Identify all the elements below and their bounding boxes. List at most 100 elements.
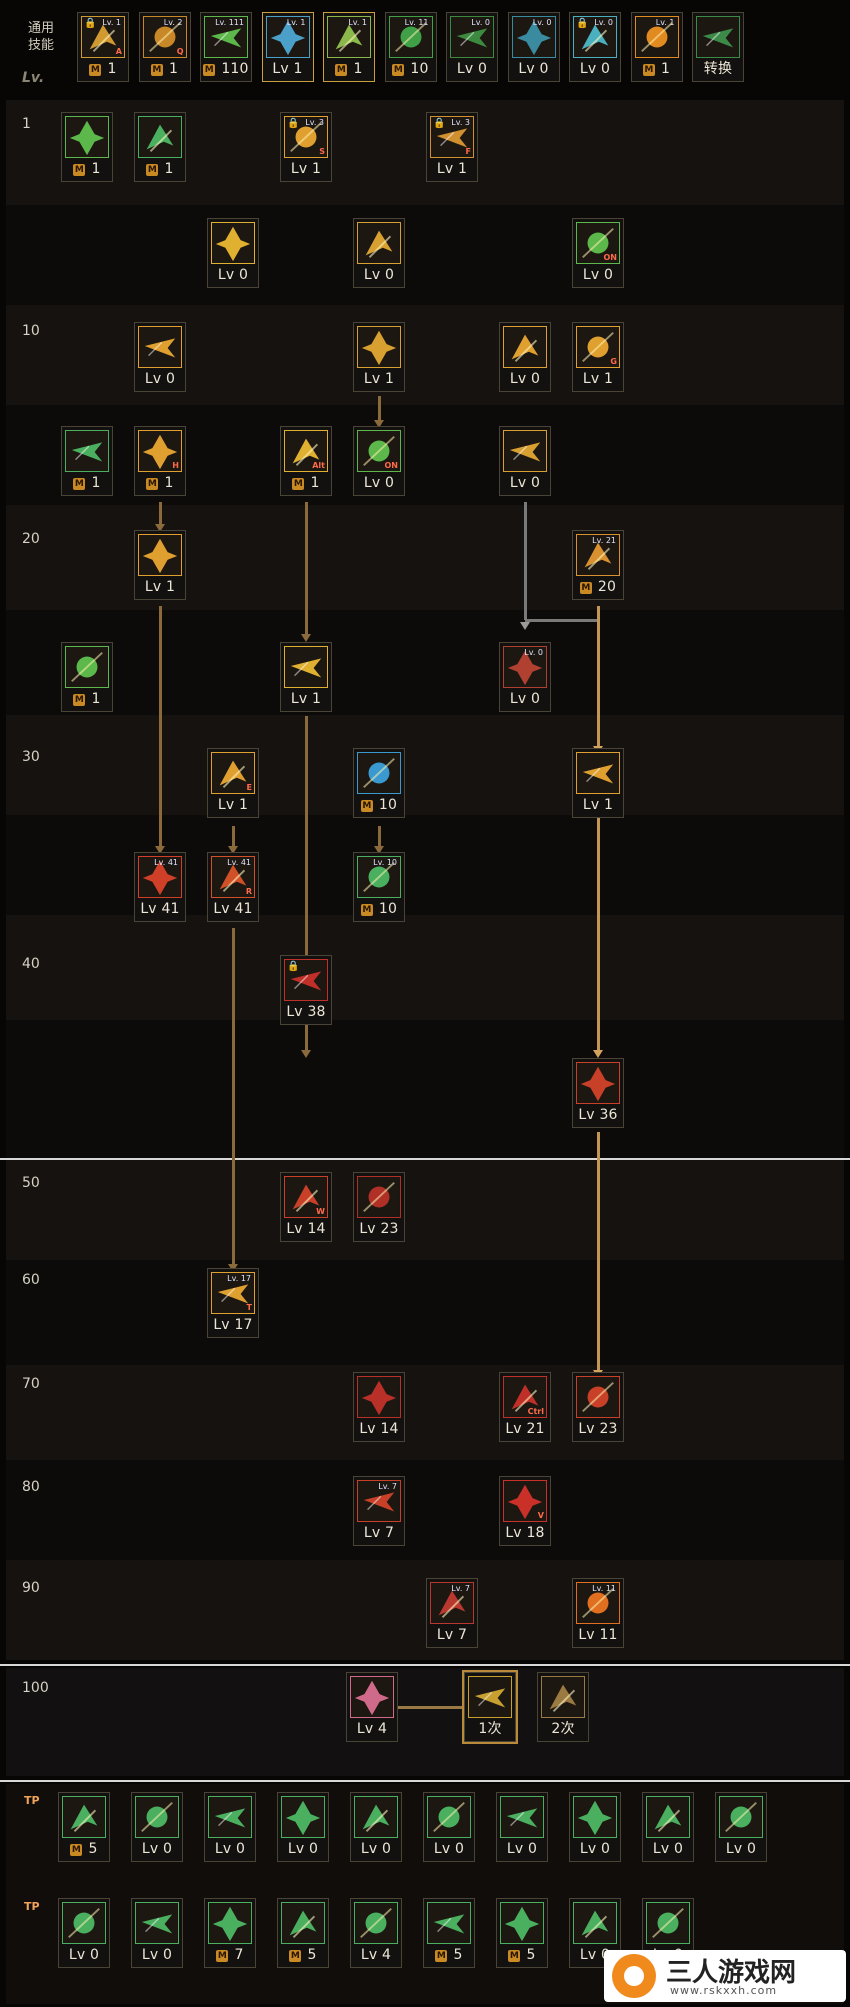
- skill-slot-r1-c2[interactable]: Lv 0: [207, 218, 259, 288]
- mastery-icon: M: [73, 164, 85, 176]
- skill-slot-tp-0-1[interactable]: Lv 0: [131, 1792, 183, 1862]
- skill-slot-r3-c6[interactable]: Lv 0: [499, 426, 551, 496]
- skill-slot-tp-1-1[interactable]: Lv 0: [131, 1898, 183, 1968]
- skill-slot-r9-c7[interactable]: Lv 36: [572, 1058, 624, 1128]
- skill-level-text: Lv 0: [457, 61, 487, 77]
- skill-slot-r12-c4[interactable]: Lv 14: [353, 1372, 405, 1442]
- skill-slot-header-10[interactable]: 转换: [692, 12, 744, 82]
- skill-slot-r2-c1[interactable]: Lv 0: [134, 322, 186, 392]
- skill-slot-tp-0-5[interactable]: Lv 0: [423, 1792, 475, 1862]
- skill-icon: Lv. 11: [389, 16, 433, 58]
- watermark-logo-icon: [612, 1954, 656, 1998]
- skill-tier: Lv. 0: [524, 648, 543, 657]
- skill-slot-awakening-main[interactable]: Lv 4: [346, 1672, 398, 1742]
- skill-level-text: 1: [91, 691, 100, 707]
- skill-slot-r6-c7[interactable]: Lv 1: [572, 748, 624, 818]
- lock-icon: 🔒: [287, 961, 299, 972]
- skill-tier: Lv. 3: [305, 118, 324, 127]
- skill-level-text: 10: [379, 901, 397, 917]
- level-label-90: 90: [22, 1580, 40, 1596]
- skill-slot-r10-c4[interactable]: Lv 23: [353, 1172, 405, 1242]
- skill-level-label: M1: [632, 59, 682, 79]
- skill-level-label: Lv 0: [570, 1839, 620, 1859]
- skill-slot-r12-c7[interactable]: Lv 23: [572, 1372, 624, 1442]
- mastery-icon: M: [89, 64, 101, 76]
- skill-slot-r8-c3[interactable]: 🔒Lv 38: [280, 955, 332, 1025]
- skill-slot-r2-c6[interactable]: Lv 0: [499, 322, 551, 392]
- skill-slot-r1-c4[interactable]: Lv 0: [353, 218, 405, 288]
- skill-level-label: Lv 17: [208, 1315, 258, 1335]
- skill-slot-tp-0-2[interactable]: Lv 0: [204, 1792, 256, 1862]
- skill-slot-tp-0-4[interactable]: Lv 0: [350, 1792, 402, 1862]
- skill-level-text: Lv 7: [364, 1525, 394, 1541]
- skill-icon: [62, 1902, 106, 1944]
- skill-slot-tp-0-3[interactable]: Lv 0: [277, 1792, 329, 1862]
- mastery-icon: M: [289, 1950, 301, 1962]
- skill-slot-tp-0-8[interactable]: Lv 0: [642, 1792, 694, 1862]
- skill-tier: Lv. 41: [227, 858, 251, 867]
- skill-slot-awakening-choice-2[interactable]: 2次: [537, 1672, 589, 1742]
- skill-level-label: Lv 0: [351, 1839, 401, 1859]
- skill-slot-tp-1-0[interactable]: Lv 0: [58, 1898, 110, 1968]
- skill-slot-tp-1-4[interactable]: Lv 4: [350, 1898, 402, 1968]
- skill-slot-r4-c1[interactable]: Lv 1: [134, 530, 186, 600]
- skill-slot-tp-0-6[interactable]: Lv 0: [496, 1792, 548, 1862]
- skill-icon: E: [211, 752, 255, 794]
- awakening-selected-frame: [462, 1670, 518, 1744]
- skill-level-label: M1: [140, 59, 190, 79]
- skill-icon: ON: [357, 430, 401, 472]
- skill-level-label: Lv 41: [208, 899, 258, 919]
- skill-slot-r5-c3[interactable]: Lv 1: [280, 642, 332, 712]
- skill-level-label: Lv 1: [573, 795, 623, 815]
- skill-level-label: Lv 1: [281, 159, 331, 179]
- skill-icon-art: [720, 1797, 762, 1837]
- skill-icon: [573, 1902, 617, 1944]
- skill-icon: Ctrl: [503, 1376, 547, 1418]
- mastery-icon: M: [70, 1844, 82, 1856]
- skill-icon: [208, 1902, 252, 1944]
- skill-slot-tp-0-9[interactable]: Lv 0: [715, 1792, 767, 1862]
- skill-slot-r2-c4[interactable]: Lv 1: [353, 322, 405, 392]
- skill-slot-tp-0-7[interactable]: Lv 0: [569, 1792, 621, 1862]
